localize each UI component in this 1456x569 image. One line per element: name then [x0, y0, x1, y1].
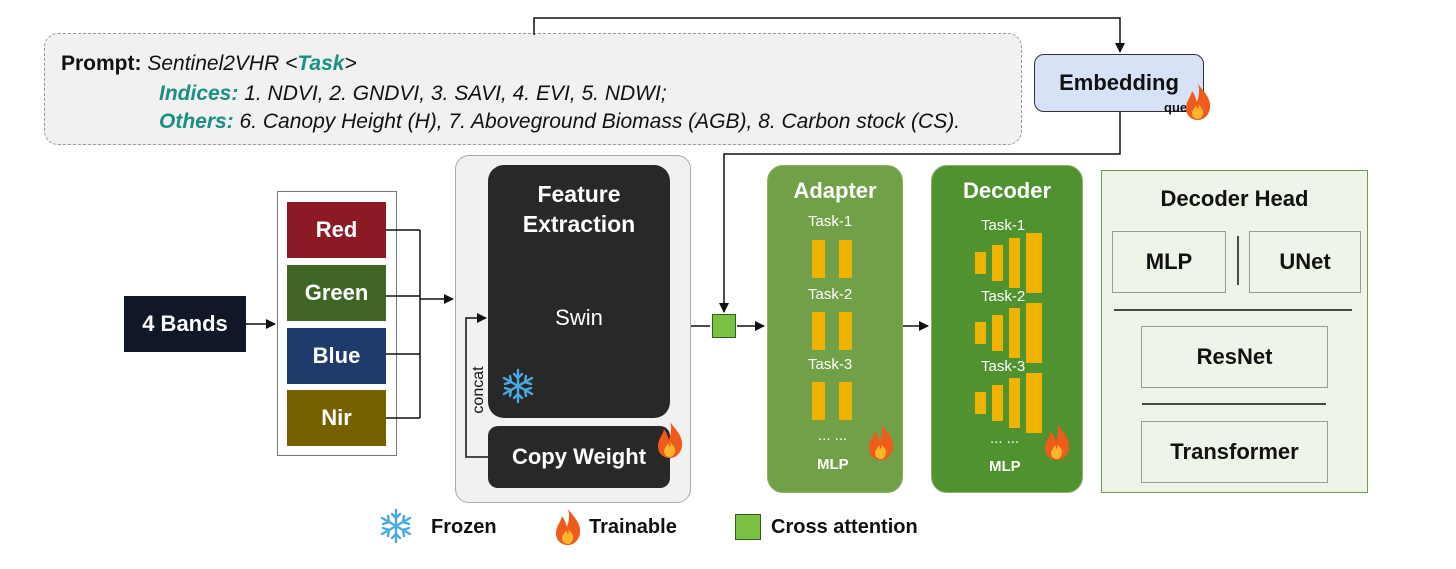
legend-snowflake-icon — [380, 508, 412, 544]
decoder-head-separators — [1114, 236, 1352, 405]
copy-weight-label: Copy Weight — [511, 444, 647, 469]
input-bands-label: 4 Bands — [142, 311, 228, 336]
band-red-label: Red — [315, 217, 358, 242]
adapter-task1-block-a — [812, 240, 825, 278]
prompt-box: Prompt: Sentinel2VHR <Task> Indices: 1. … — [44, 33, 1022, 145]
input-bands-block: 4 Bands — [124, 296, 246, 352]
decoder-task2-block-a — [975, 322, 986, 344]
prompt-line-indices: Indices: 1. NDVI, 2. GNDVI, 3. SAVI, 4. … — [159, 82, 667, 106]
adapter-blocks — [812, 240, 852, 420]
decoder-task2-block-c — [1009, 308, 1020, 358]
adapter-task-1-label: Task-1 — [808, 213, 853, 230]
legend-fire-icon — [556, 509, 581, 545]
decoder-head-title: Decoder Head — [1160, 186, 1309, 211]
bands-merge-connector — [386, 229, 421, 419]
cross-attention-node — [712, 314, 736, 338]
decoder-task-1-label: Task-1 — [981, 217, 1026, 234]
feature-extraction-block: Feature Extraction Swin — [488, 165, 670, 418]
indices-label: Indices: — [159, 82, 239, 105]
band-green-label: Green — [304, 280, 369, 305]
embedding-label: Embedding — [1059, 70, 1179, 95]
indices-text: 1. NDVI, 2. GNDVI, 3. SAVI, 4. EVI, 5. N… — [244, 82, 667, 105]
adapter-task-2-label: Task-2 — [808, 286, 853, 303]
band-green: Green — [287, 265, 386, 321]
head-option-transformer: Transformer — [1141, 421, 1328, 483]
adapter-task1-block-b — [839, 240, 852, 278]
band-blue: Blue — [287, 328, 386, 384]
band-nir-label: Nir — [321, 405, 352, 430]
prompt-label: Prompt: — [61, 52, 142, 75]
decoder-task-3-label: Task-3 — [981, 358, 1026, 375]
copy-weight-fire-icon — [658, 422, 683, 458]
adapter-fire-icon — [869, 424, 894, 460]
head-option-unet-label: UNet — [1279, 249, 1331, 274]
head-option-mlp-label: MLP — [1145, 249, 1193, 274]
legend-cross-attention-swatch — [735, 514, 761, 540]
swin-backbone-label: Swin — [555, 305, 603, 330]
adapter-task2-block-b — [839, 312, 852, 350]
band-blue-label: Blue — [312, 343, 361, 368]
decoder-task-2-label: Task-2 — [981, 288, 1026, 305]
band-nir: Nir — [287, 390, 386, 446]
head-option-resnet: ResNet — [1141, 326, 1328, 388]
adapter-task2-block-a — [812, 312, 825, 350]
head-option-mlp: MLP — [1112, 231, 1226, 293]
adapter-task3-block-a — [812, 382, 825, 420]
head-option-transformer-label: Transformer — [1170, 439, 1299, 464]
decoder-fire-icon — [1045, 424, 1070, 460]
legend-trainable-label: Trainable — [589, 516, 677, 538]
decoder-task3-block-d — [1026, 373, 1042, 433]
decoder-mlp-label: MLP — [989, 458, 1021, 475]
decoder-task2-block-b — [992, 315, 1003, 351]
band-red: Red — [287, 202, 386, 258]
adapter-column: Adapter — [767, 165, 903, 493]
query-arrow — [719, 112, 1121, 313]
legend-cross-attention-label: Cross attention — [771, 516, 918, 538]
adapter-task-3-label: Task-3 — [808, 356, 853, 373]
decoder-task1-block-d — [1026, 233, 1042, 293]
feature-extraction-title: Feature Extraction — [522, 181, 636, 237]
others-text: 6. Canopy Height (H), 7. Aboveground Bio… — [239, 110, 961, 133]
concat-label: concat — [470, 366, 487, 414]
embedding-fire-icon — [1186, 84, 1211, 120]
adapter-mlp-label: MLP — [817, 456, 849, 473]
head-option-resnet-label: ResNet — [1196, 344, 1273, 369]
concat-arrow — [465, 313, 488, 458]
adapter-task3-block-b — [839, 382, 852, 420]
decoder-ellipsis: ... ... — [990, 430, 1020, 447]
prompt-to-embedding-arrow — [533, 17, 1125, 53]
embedding-block: Embedding — [1034, 54, 1204, 112]
prompt-task: Task — [297, 52, 345, 75]
decoder-task3-block-a — [975, 392, 986, 414]
decoder-task2-block-d — [1026, 303, 1042, 363]
adapter-ellipsis: ... ... — [818, 427, 848, 444]
decoder-task1-block-c — [1009, 238, 1020, 288]
decoder-task3-block-b — [992, 385, 1003, 421]
legend-frozen-label: Frozen — [431, 516, 497, 538]
decoder-task3-block-c — [1009, 378, 1020, 428]
decoder-column: Decoder — [931, 165, 1083, 493]
decoder-head-frame: Decoder Head MLP UNet ResNet Transformer — [1101, 170, 1368, 493]
copy-weight-block: Copy Weight — [488, 426, 670, 488]
task-bracket-close: > — [344, 52, 357, 75]
task-bracket-open: < — [285, 52, 298, 75]
head-option-unet: UNet — [1249, 231, 1361, 293]
others-label: Others: — [159, 110, 234, 133]
adapter-title: Adapter — [793, 178, 877, 203]
decoder-task1-block-b — [992, 245, 1003, 281]
snowflake-icon — [502, 368, 534, 404]
decoder-task1-block-a — [975, 252, 986, 274]
prompt-line-1: Prompt: Sentinel2VHR <Task> — [61, 52, 357, 76]
decoder-blocks — [975, 233, 1042, 433]
prompt-line-others: Others: 6. Canopy Height (H), 7. Abovegr… — [159, 110, 960, 134]
decoder-title: Decoder — [962, 178, 1052, 203]
prompt-model: Sentinel2VHR — [147, 52, 280, 75]
